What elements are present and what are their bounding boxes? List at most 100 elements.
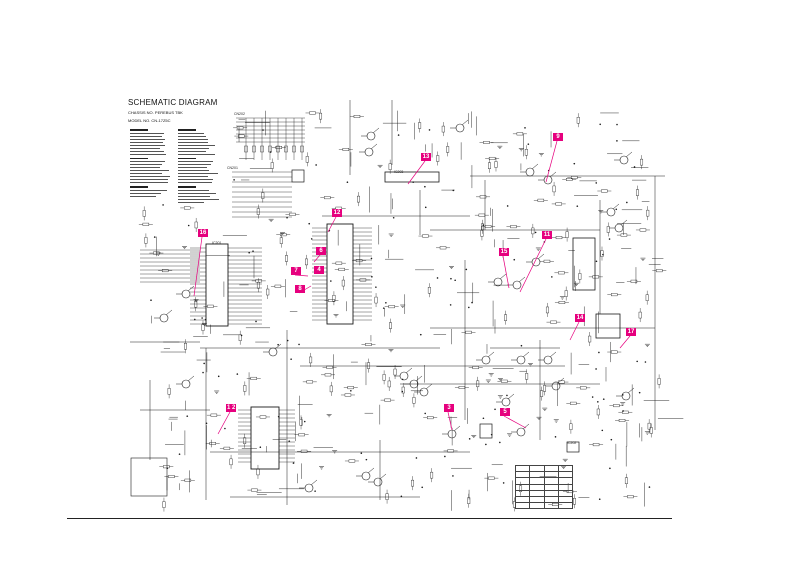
transistor-symbol (516, 427, 526, 437)
wire (367, 467, 375, 474)
junction-dot (444, 455, 446, 458)
transistor-symbol (493, 277, 503, 287)
resistor (418, 122, 422, 129)
junction-dot (153, 236, 156, 238)
callout-15: 15 (499, 248, 509, 256)
resistor (393, 368, 397, 376)
resistor (329, 385, 333, 393)
transistor-symbol (399, 371, 409, 381)
resistor (229, 458, 233, 466)
resistor (210, 413, 218, 417)
callout-14: 14 (575, 314, 585, 322)
junction-dot (308, 222, 311, 225)
callout-leader (217, 411, 231, 435)
callout-4: 4 (314, 266, 324, 274)
resistor (324, 373, 332, 377)
callout-leader (519, 238, 547, 293)
junction-dot (401, 378, 404, 381)
note-text-line (178, 201, 204, 203)
junction-dot (193, 318, 196, 321)
callout-7: 7 (291, 267, 301, 275)
wire (522, 423, 530, 430)
junction-dot (485, 443, 487, 446)
callout-leader (619, 335, 631, 349)
resistor (365, 343, 372, 346)
resistor (620, 233, 628, 237)
junction-dot (465, 268, 468, 271)
resistor (525, 373, 529, 380)
small-ic (291, 169, 305, 183)
resistor (537, 198, 545, 202)
note-heading (130, 186, 148, 188)
resistor (285, 255, 288, 262)
resistor (388, 163, 392, 170)
resistor (439, 246, 447, 250)
resistor (555, 236, 563, 240)
ic201-body (205, 243, 229, 327)
ic-power-body (250, 406, 280, 470)
note-text-line (130, 132, 164, 134)
wire (537, 253, 545, 260)
junction-dot (286, 339, 289, 342)
junction-dot (419, 333, 422, 336)
transistor-symbol (525, 167, 535, 177)
table-cell (514, 502, 531, 510)
junction-dot (633, 166, 636, 168)
note-text-line (130, 147, 160, 149)
resistor (494, 161, 498, 168)
wire (415, 375, 423, 382)
junction-dot (303, 420, 306, 423)
resistor (516, 132, 524, 136)
wire (507, 393, 515, 400)
junction-dot (255, 320, 257, 323)
junction-dot (551, 276, 553, 278)
wire (557, 377, 565, 384)
resistor (256, 468, 260, 476)
resistor (342, 148, 350, 151)
callout-6: 6 (316, 247, 326, 255)
transistor-symbol (373, 477, 383, 487)
resistor (184, 343, 187, 350)
note-text-line (130, 141, 163, 143)
transistor-symbol (543, 355, 553, 365)
resistor (223, 446, 231, 450)
callout-leader (327, 216, 337, 233)
junction-dot (259, 446, 262, 449)
resistor (510, 225, 517, 229)
junction-dot (513, 258, 516, 261)
callout-16: 16 (198, 229, 208, 237)
wire (372, 127, 380, 134)
capacitor (292, 145, 296, 153)
junction-dot (424, 185, 426, 188)
junction-dot (290, 358, 292, 360)
wire (627, 387, 635, 394)
callout-leader (447, 411, 453, 431)
wire (425, 383, 433, 390)
resistor (261, 192, 265, 199)
notes-column-right (178, 126, 222, 205)
resistor (270, 162, 274, 169)
note-text-line (178, 144, 215, 146)
wire (522, 351, 530, 358)
junction-dot (178, 453, 181, 455)
junction-dot (382, 307, 385, 309)
junction-dot (277, 415, 280, 418)
junction-dot (609, 467, 611, 470)
note-text-line (178, 167, 207, 168)
resistor (305, 156, 309, 163)
resistor (601, 189, 608, 193)
junction-dot (506, 205, 509, 207)
junction-dot (622, 410, 624, 412)
wire (487, 351, 495, 358)
resistor (374, 296, 378, 304)
junction-dot (401, 390, 404, 393)
callout-leader (569, 321, 580, 341)
note-heading (130, 129, 148, 131)
resistor (279, 237, 283, 244)
junction-dot (286, 216, 288, 219)
callout-12: 12 (332, 209, 342, 217)
resistor (357, 195, 360, 203)
junction-dot (610, 438, 613, 441)
resistor (578, 273, 582, 280)
